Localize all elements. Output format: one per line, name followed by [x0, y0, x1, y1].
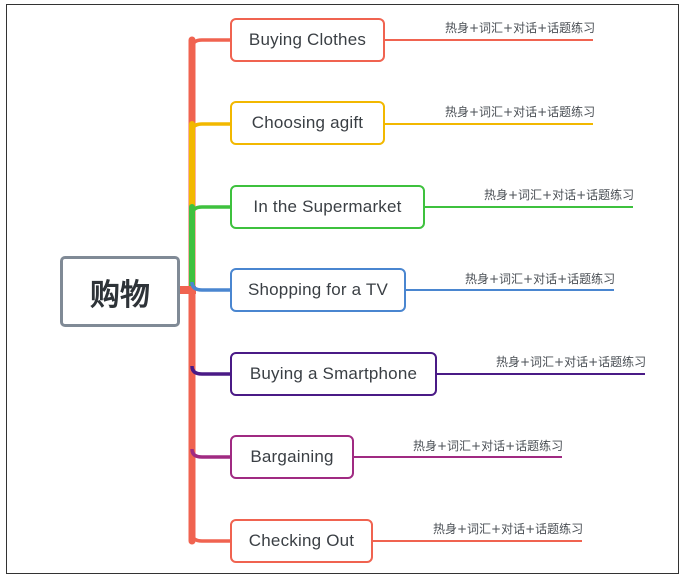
- topic-choosing-a-gift[interactable]: Choosing agift: [230, 101, 385, 145]
- note-bargaining: 热身+词汇+对话+话题练习: [413, 439, 564, 453]
- note-buying-a-smartphone: 热身+词汇+对话+话题练习: [496, 355, 647, 369]
- note-in-the-supermarket: 热身+词汇+对话+话题练习: [484, 188, 635, 202]
- branch-connector: [190, 365, 230, 376]
- topic-label: In the Supermarket: [253, 197, 402, 216]
- topic-checking-out[interactable]: Checking Out: [230, 519, 373, 563]
- topic-label: Shopping for a TV: [247, 280, 389, 299]
- note-shopping-for-a-tv: 热身+词汇+对话+话题练习: [465, 272, 616, 286]
- topic-buying-a-smartphone[interactable]: Buying a Smartphone: [230, 352, 437, 396]
- topic-label: Bargaining: [250, 447, 334, 466]
- note-choosing-a-gift: 热身+词汇+对话+话题练习: [445, 105, 596, 119]
- branch-connector: [190, 281, 230, 292]
- root-connector: [180, 286, 196, 294]
- root-topic-label: 购物: [90, 277, 150, 313]
- topic-buying-clothes[interactable]: Buying Clothes: [230, 18, 385, 62]
- topic-label: Choosing agift: [251, 113, 364, 132]
- topic-label: Checking Out: [248, 531, 355, 550]
- topic-in-the-supermarket[interactable]: In the Supermarket: [230, 185, 425, 229]
- topic-label: Buying a Smartphone: [249, 364, 418, 383]
- topic-label: Buying Clothes: [248, 30, 367, 49]
- topic-shopping-for-a-tv[interactable]: Shopping for a TV: [230, 268, 406, 312]
- note-checking-out: 热身+词汇+对话+话题练习: [433, 522, 584, 536]
- branch-connector: [190, 122, 230, 133]
- branch-connector: [190, 448, 230, 459]
- branch-connector: [190, 205, 230, 216]
- note-buying-clothes: 热身+词汇+对话+话题练习: [445, 21, 596, 35]
- branch-connector: [190, 532, 230, 543]
- branch-connector: [190, 38, 230, 49]
- topic-bargaining[interactable]: Bargaining: [230, 435, 354, 479]
- root-topic[interactable]: 购物: [60, 256, 180, 327]
